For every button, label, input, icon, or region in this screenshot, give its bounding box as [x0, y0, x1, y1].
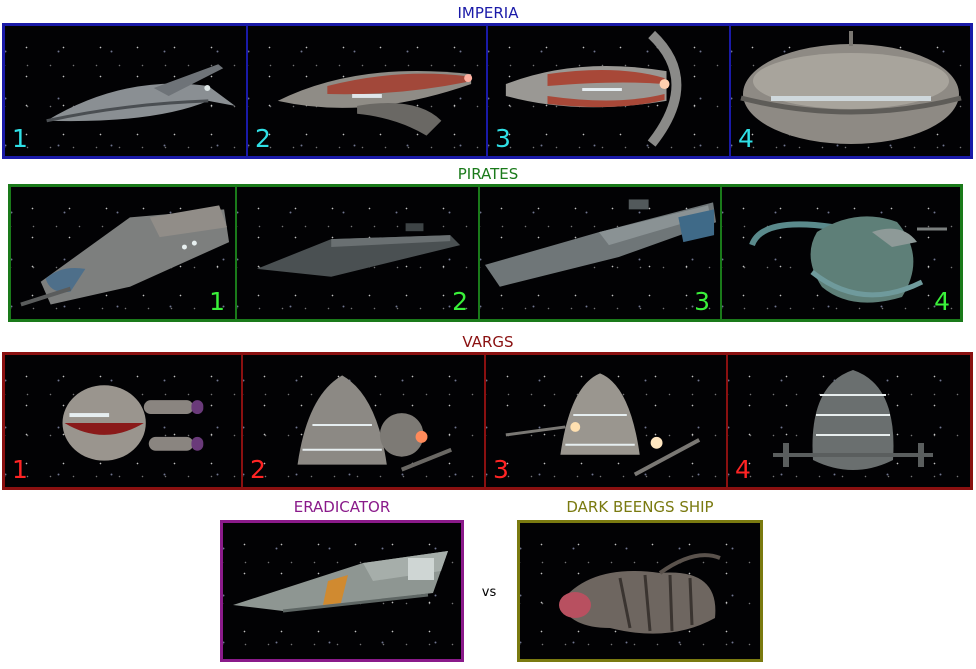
imperia-ship-2-image — [277, 70, 473, 136]
imperia-ship-2-number: 2 — [255, 124, 271, 153]
eradicator-title: ERADICATOR — [293, 498, 391, 516]
imperia-ship-3[interactable]: 3 — [488, 26, 731, 156]
eradicator-panel[interactable] — [220, 520, 464, 662]
vargs-ship-3-image — [505, 373, 701, 477]
pirates-ship-4-image — [749, 216, 947, 303]
imperia-title: IMPERIA — [457, 4, 519, 22]
imperia-ship-strip: 1 2 3 4 — [2, 23, 973, 159]
pirates-ship-4-number: 4 — [934, 287, 950, 316]
pirates-ship-4[interactable]: 4 — [722, 187, 960, 319]
vargs-ship-4-image — [773, 370, 933, 470]
imperia-ship-1-number: 1 — [12, 124, 28, 153]
vargs-ship-2[interactable]: 2 — [243, 355, 486, 487]
vargs-ship-1-image — [62, 385, 204, 461]
pirates-ship-strip: 1 2 3 4 — [8, 184, 963, 322]
pirates-ship-3-image — [484, 199, 717, 287]
vargs-ship-3[interactable]: 3 — [486, 355, 728, 487]
pirates-ship-2-image — [256, 223, 461, 277]
vargs-ship-2-image — [297, 375, 453, 472]
imperia-ship-3-number: 3 — [495, 124, 511, 153]
imperia-ship-2[interactable]: 2 — [248, 26, 488, 156]
vargs-ship-strip: 1 2 3 — [2, 352, 973, 490]
pirates-ship-3-number: 3 — [694, 287, 710, 316]
vs-label: vs — [481, 585, 497, 600]
vargs-ship-1[interactable]: 1 — [5, 355, 243, 487]
eradicator-ship-image — [233, 551, 448, 613]
pirates-ship-2[interactable]: 2 — [237, 187, 480, 319]
imperia-ship-4-image — [740, 31, 962, 144]
vargs-title: VARGS — [462, 333, 514, 351]
pirates-ship-1-number: 1 — [209, 287, 225, 316]
pirates-ship-1[interactable]: 1 — [11, 187, 237, 319]
vargs-ship-4[interactable]: 4 — [728, 355, 970, 487]
dark-beengs-title: DARK BEENGS SHIP — [566, 498, 714, 516]
dark-beengs-panel[interactable] — [517, 520, 763, 662]
pirates-ship-1-image — [20, 205, 230, 307]
vargs-ship-2-number: 2 — [250, 455, 266, 484]
vargs-ship-4-number: 4 — [735, 455, 751, 484]
imperia-ship-3-image — [505, 30, 682, 147]
pirates-title: PIRATES — [457, 165, 519, 183]
pirates-ship-3[interactable]: 3 — [480, 187, 722, 319]
pirates-ship-2-number: 2 — [452, 287, 468, 316]
vargs-ship-1-number: 1 — [12, 455, 28, 484]
dark-beengs-ship-image — [559, 553, 721, 634]
imperia-ship-4-number: 4 — [738, 124, 754, 153]
vargs-ship-3-number: 3 — [493, 455, 509, 484]
imperia-ship-4[interactable]: 4 — [731, 26, 970, 156]
imperia-ship-1-image — [46, 64, 236, 123]
imperia-ship-1[interactable]: 1 — [5, 26, 248, 156]
